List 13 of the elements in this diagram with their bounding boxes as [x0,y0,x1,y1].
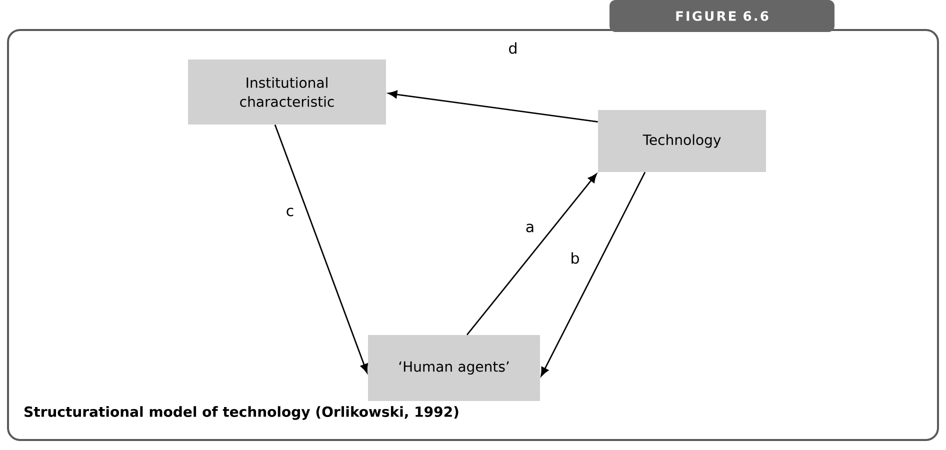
process-box: Technology [598,110,766,172]
process-box: ‘Human agents’ [368,335,540,401]
edge-label: c [286,208,294,216]
edge-label: b [572,252,579,264]
arrow [274,124,368,373]
arrow [388,90,598,122]
process-box: Institutional characteristic [188,60,386,124]
arrow [540,172,646,376]
edge-label: a [526,224,534,232]
figure-tab: FIGURE 6.6 [610,0,834,32]
edge-label: d [509,42,516,54]
caption: Structurational model of technology (Orlikowski, 1992) [24,406,458,420]
arrow [466,174,597,336]
